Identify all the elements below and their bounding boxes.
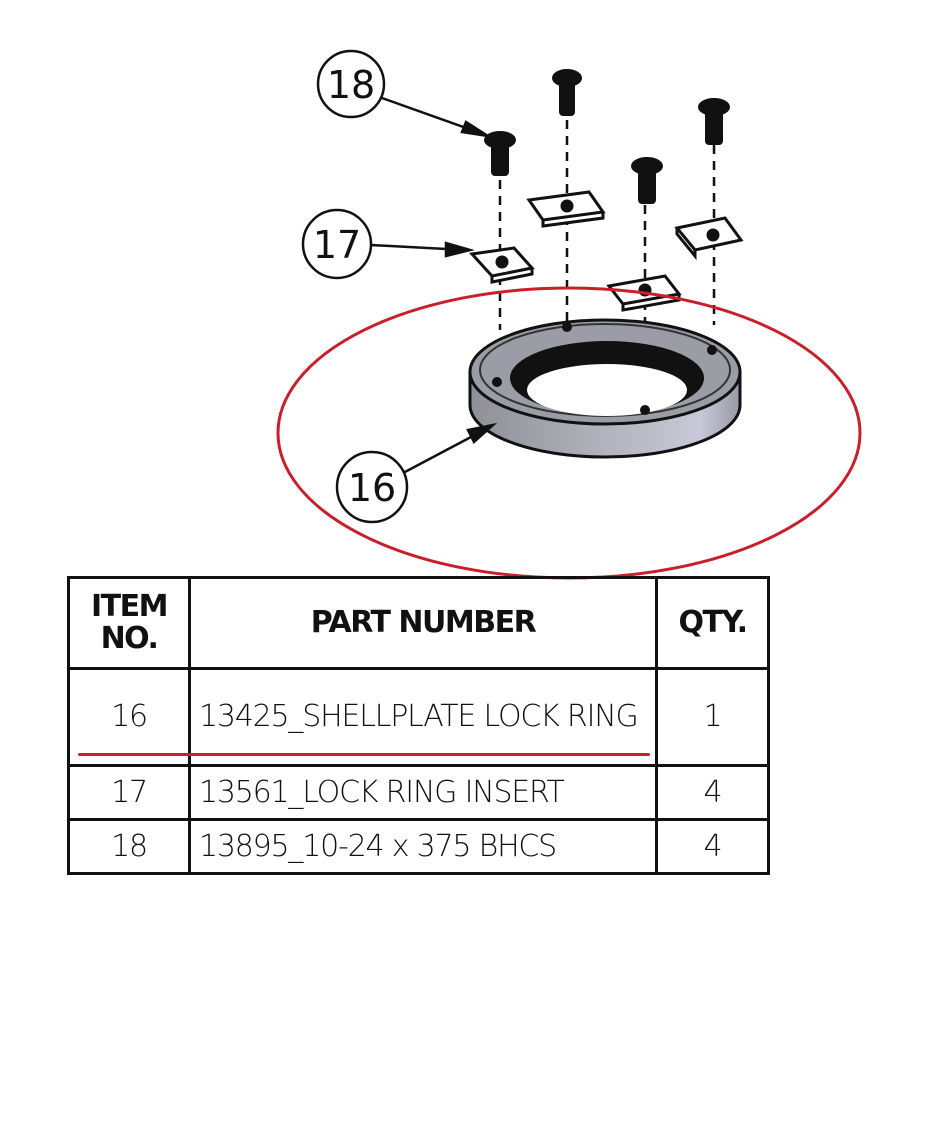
table-row: 18 13895_10-24 x 375 BHCS 4 — [67, 818, 770, 875]
part-number-cell: 13425_SHELLPLATE LOCK RING — [188, 667, 658, 767]
table-header-row: ITEM NO. PART NUMBER QTY. — [67, 576, 770, 670]
qty-cell: 1 — [655, 667, 770, 767]
item-no-cell: 16 — [67, 667, 191, 767]
screws-part-18 — [484, 69, 730, 204]
qty-cell: 4 — [655, 764, 770, 821]
balloon-17: 17 — [301, 208, 373, 280]
insert — [674, 216, 744, 261]
qty-cell: 4 — [655, 818, 770, 875]
lock-ring-part-16 — [468, 318, 742, 459]
item-no-cell: 17 — [67, 764, 191, 821]
item-no-cell: 18 — [67, 818, 191, 875]
balloon-16: 16 — [335, 450, 409, 524]
insert — [526, 190, 606, 228]
screw — [484, 131, 516, 176]
header-qty: QTY. — [655, 576, 770, 670]
balloon-18-label: 18 — [327, 63, 375, 107]
bill-of-materials-table: ITEM NO. PART NUMBER QTY. 16 13425_SHELL… — [67, 576, 770, 875]
balloon-17-label: 17 — [313, 223, 361, 267]
table-row: 17 13561_LOCK RING INSERT 4 — [67, 764, 770, 821]
balloon-16-label: 16 — [348, 466, 396, 510]
screw — [552, 69, 582, 116]
screw — [631, 157, 663, 204]
lock-ring-inserts-part-17 — [468, 190, 744, 312]
header-item-no: ITEM NO. — [67, 576, 191, 670]
header-part-number: PART NUMBER — [188, 576, 658, 670]
screw — [698, 98, 730, 145]
part-number-cell: 13895_10-24 x 375 BHCS — [188, 818, 658, 875]
highlight-underline — [78, 753, 650, 756]
leader-lines — [370, 96, 498, 475]
part-number-cell: 13561_LOCK RING INSERT — [188, 764, 658, 821]
table-row: 16 13425_SHELLPLATE LOCK RING 1 — [67, 667, 770, 767]
balloon-18: 18 — [316, 49, 386, 119]
insert — [468, 246, 535, 284]
